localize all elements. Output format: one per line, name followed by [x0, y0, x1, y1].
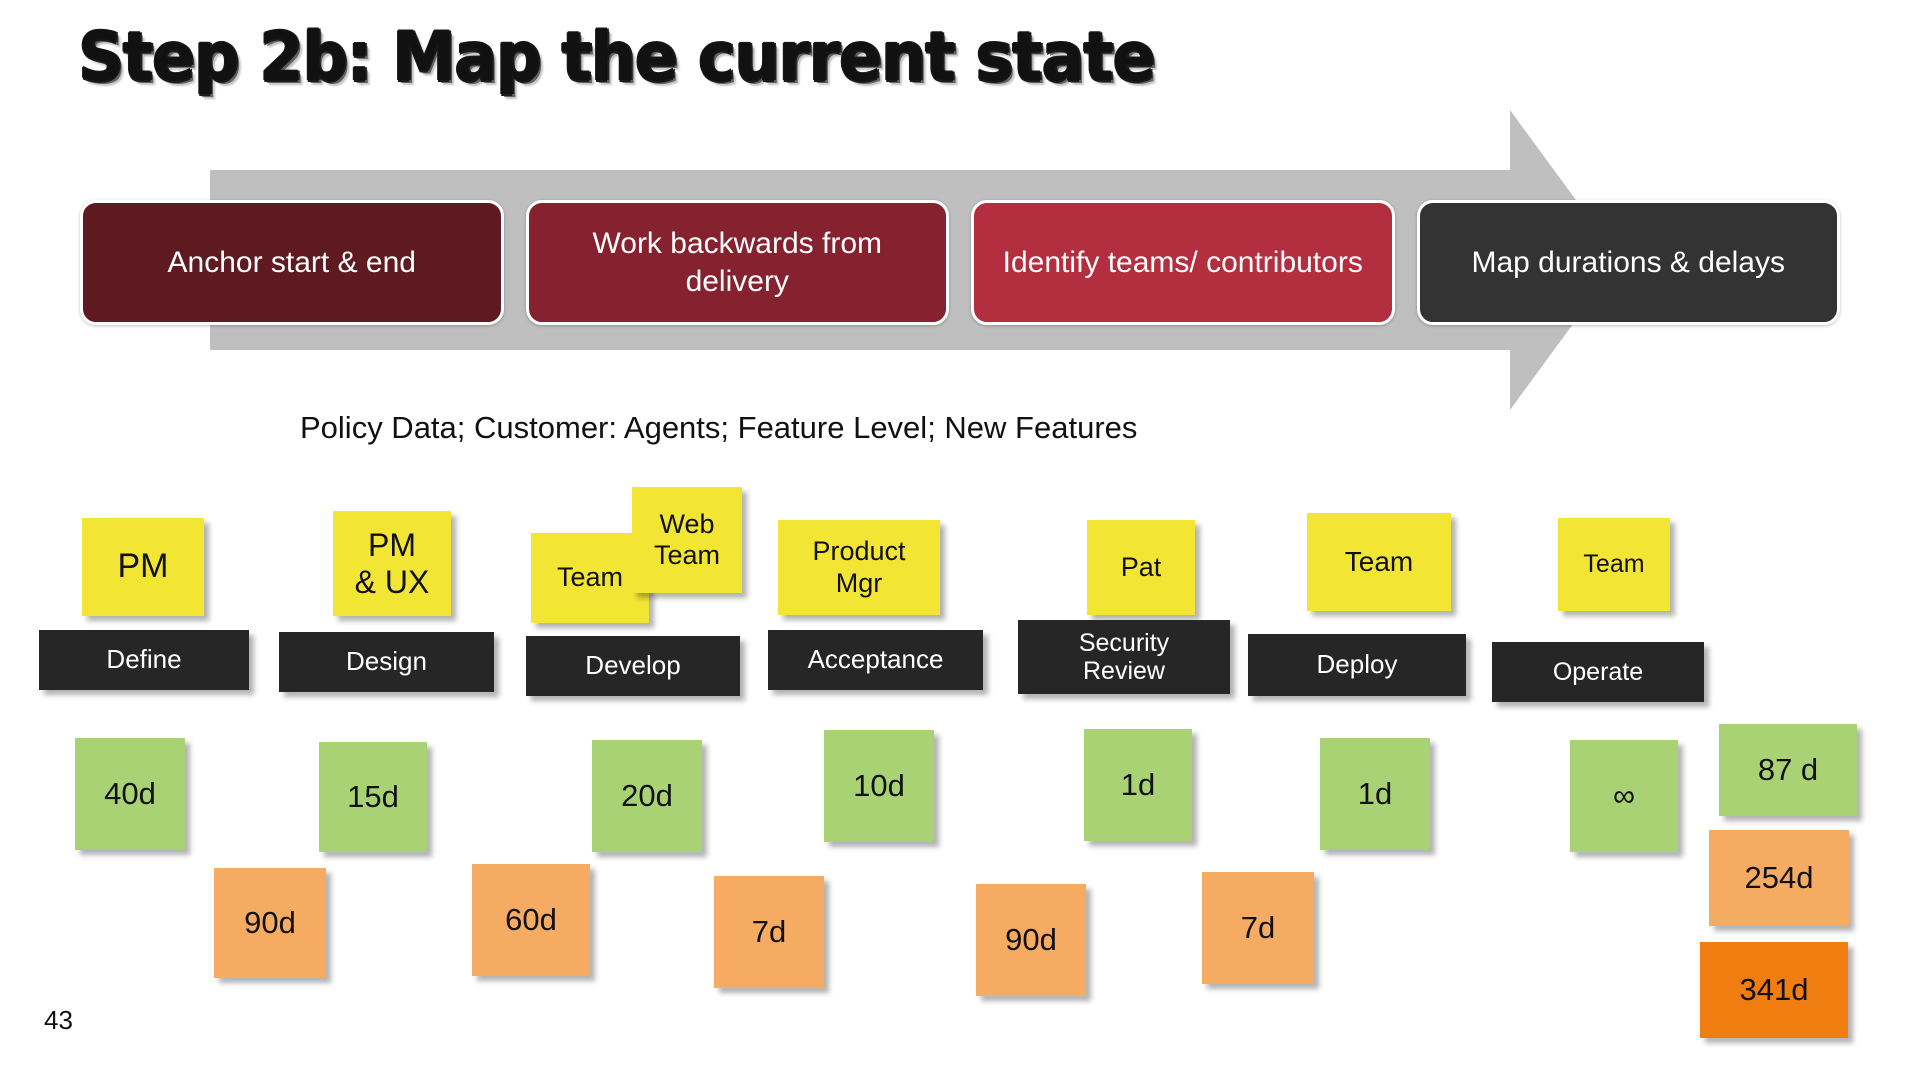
process-step-label: Anchor start & end — [167, 245, 416, 279]
stage-bar-operate[interactable]: Operate — [1492, 642, 1704, 702]
page-number: 43 — [44, 1005, 73, 1035]
stage-bar-define[interactable]: Define — [39, 630, 249, 690]
process-step-map-durations[interactable]: Map durations & delays — [1416, 200, 1840, 325]
process-time-label: 40d — [104, 776, 156, 812]
process-time-note-operate[interactable]: ∞ — [1570, 740, 1678, 852]
owner-note-define[interactable]: PM — [82, 518, 204, 616]
process-time-note-acceptance[interactable]: 10d — [824, 730, 934, 842]
delay-note-develop[interactable]: 60d — [472, 864, 590, 976]
total-lead-time-note[interactable]: 341d — [1700, 942, 1848, 1038]
stage-bar-label: Operate — [1552, 657, 1644, 686]
delay-note-security-review[interactable]: 90d — [976, 884, 1086, 996]
delay-label: 90d — [244, 905, 296, 941]
delay-label: 7d — [1240, 910, 1276, 946]
process-time-label: 1d — [1357, 776, 1393, 812]
process-step-identify-teams[interactable]: Identify teams/ contributors — [971, 200, 1395, 325]
stage-bar-label: Develop — [585, 650, 681, 681]
process-step-label: Map durations & delays — [1471, 245, 1785, 279]
process-time-note-design[interactable]: 15d — [319, 742, 427, 852]
delay-label: 60d — [505, 902, 557, 938]
delay-label: 90d — [1005, 922, 1057, 958]
owner-note-label: Team — [1583, 550, 1645, 579]
owner-note-label: Team — [1344, 545, 1414, 577]
process-time-note-define[interactable]: 40d — [75, 738, 185, 850]
owner-note-label: PM & UX — [354, 526, 430, 600]
process-step-anchor[interactable]: Anchor start & end — [80, 200, 504, 325]
owner-note-acceptance[interactable]: Product Mgr — [778, 520, 940, 615]
value-stream-scope-label: Policy Data; Customer: Agents; Feature L… — [300, 410, 1138, 445]
stage-bar-security-review[interactable]: Security Review — [1018, 620, 1230, 694]
process-step-label: Work backwards from delivery — [592, 227, 882, 298]
process-step-row: Anchor start & end Work backwards from d… — [80, 200, 1840, 325]
delay-note-design[interactable]: 90d — [214, 868, 326, 978]
owner-note-design[interactable]: PM & UX — [333, 511, 451, 616]
owner-note-label: Product Mgr — [812, 536, 906, 598]
delay-note-acceptance[interactable]: 7d — [714, 876, 824, 988]
delay-label: 7d — [751, 914, 787, 950]
stage-bar-develop[interactable]: Develop — [526, 636, 740, 696]
total-delay-label: 254d — [1744, 860, 1814, 896]
stage-bar-label: Security Review — [1078, 628, 1170, 686]
stage-bar-acceptance[interactable]: Acceptance — [768, 630, 983, 690]
process-time-note-deploy[interactable]: 1d — [1320, 738, 1430, 850]
owner-note-label: PM — [117, 547, 169, 586]
total-delay-note[interactable]: 254d — [1709, 830, 1849, 926]
owner-note-deploy[interactable]: Team — [1307, 513, 1451, 611]
stage-bar-design[interactable]: Design — [279, 632, 494, 692]
stage-bar-label: Define — [106, 644, 182, 675]
owner-note-operate[interactable]: Team — [1558, 518, 1670, 611]
process-time-label: 20d — [621, 778, 673, 814]
stage-bar-deploy[interactable]: Deploy — [1248, 634, 1466, 696]
total-lead-time-label: 341d — [1739, 972, 1809, 1008]
owner-note-develop-team[interactable]: Team — [531, 533, 649, 623]
process-time-note-develop[interactable]: 20d — [592, 740, 702, 852]
stage-bar-label: Design — [346, 646, 427, 677]
process-time-label: ∞ — [1612, 778, 1636, 814]
owner-note-develop-web-team[interactable]: Web Team — [632, 487, 742, 593]
owner-note-label: Team — [556, 562, 624, 593]
page-title: Step 2b: Map the current state — [78, 18, 1155, 97]
process-step-work-backwards[interactable]: Work backwards from delivery — [525, 200, 949, 325]
process-time-label: 1d — [1120, 767, 1156, 803]
stage-bar-label: Acceptance — [807, 644, 944, 675]
delay-note-deploy[interactable]: 7d — [1202, 872, 1314, 984]
process-time-note-security-review[interactable]: 1d — [1084, 729, 1192, 841]
process-time-label: 15d — [347, 779, 399, 815]
process-step-label: Identify teams/ contributors — [1002, 245, 1363, 279]
total-process-time-label: 87 d — [1757, 752, 1819, 788]
stage-bar-label: Deploy — [1316, 649, 1398, 680]
owner-note-security-review[interactable]: Pat — [1087, 520, 1195, 615]
owner-note-label: Pat — [1120, 551, 1162, 582]
process-time-label: 10d — [853, 768, 905, 804]
owner-note-label: Web Team — [653, 508, 721, 570]
total-process-time-note[interactable]: 87 d — [1719, 724, 1857, 816]
